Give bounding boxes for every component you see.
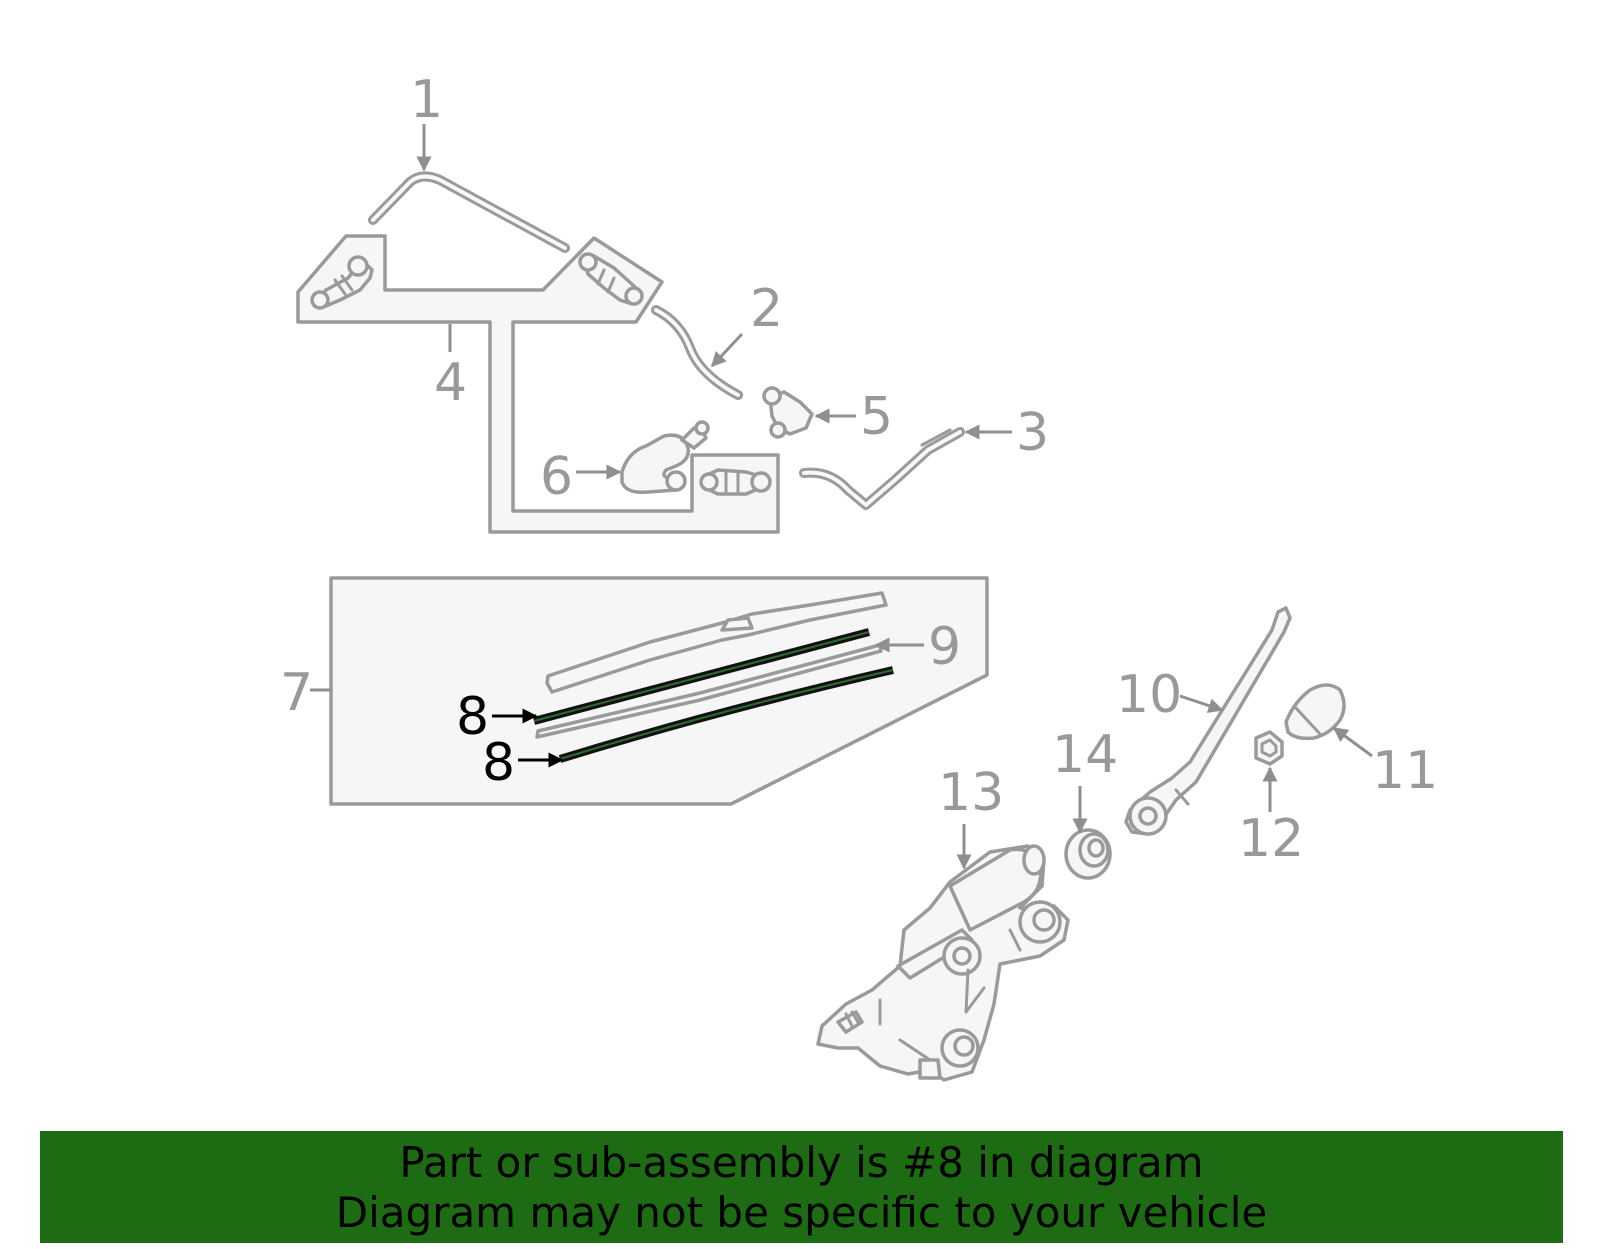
hose-joint-left — [310, 255, 374, 310]
callout-14: 14 — [1052, 725, 1118, 785]
callout-10: 10 — [1116, 665, 1182, 725]
callout-4: 4 — [434, 353, 467, 413]
callout-9: 9 — [928, 617, 961, 677]
banner-line-part: Part or sub-assembly is #8 in diagram — [399, 1138, 1204, 1187]
callout-8-upper: 8 — [456, 687, 489, 747]
hose-joint-lower — [699, 468, 772, 496]
hose-joint-right — [578, 252, 644, 306]
callout-13: 13 — [938, 763, 1004, 823]
part-14-grommet — [1064, 828, 1112, 880]
callout-1: 1 — [410, 70, 443, 130]
part-5-clip — [762, 386, 814, 439]
part-13-wiper-motor — [816, 844, 1070, 1082]
part-12-nut — [1254, 730, 1284, 766]
banner-line-disclaimer: Diagram may not be specific to your vehi… — [335, 1188, 1268, 1237]
part-6-valve — [620, 420, 710, 495]
callout-8-lower: 8 — [482, 733, 515, 793]
callout-3: 3 — [1016, 403, 1049, 463]
callout-labels: 1 2 3 4 5 6 7 8 8 9 10 11 12 13 14 — [280, 70, 1438, 869]
info-banner: Part or sub-assembly is #8 in diagram Di… — [40, 1131, 1563, 1243]
callout-7: 7 — [280, 663, 313, 723]
part-1-hose — [368, 171, 570, 253]
part-3-hose — [799, 427, 965, 510]
part-11-cap — [1284, 683, 1346, 741]
callout-2: 2 — [750, 279, 783, 339]
leader-10 — [1179, 694, 1224, 713]
callout-6: 6 — [540, 447, 573, 507]
leader-2 — [710, 332, 744, 368]
part-2-hose — [651, 305, 743, 400]
leader-lines — [310, 124, 1373, 870]
callout-5: 5 — [860, 387, 893, 447]
part-7-blade-kit — [329, 576, 989, 806]
callout-12: 12 — [1238, 809, 1304, 869]
part-10-wiper-arm — [1124, 606, 1292, 836]
washer-hose-assembly-group — [296, 234, 780, 534]
part-8-blade-refills — [532, 628, 894, 763]
leader-11 — [1332, 726, 1373, 758]
callout-11: 11 — [1372, 741, 1438, 801]
